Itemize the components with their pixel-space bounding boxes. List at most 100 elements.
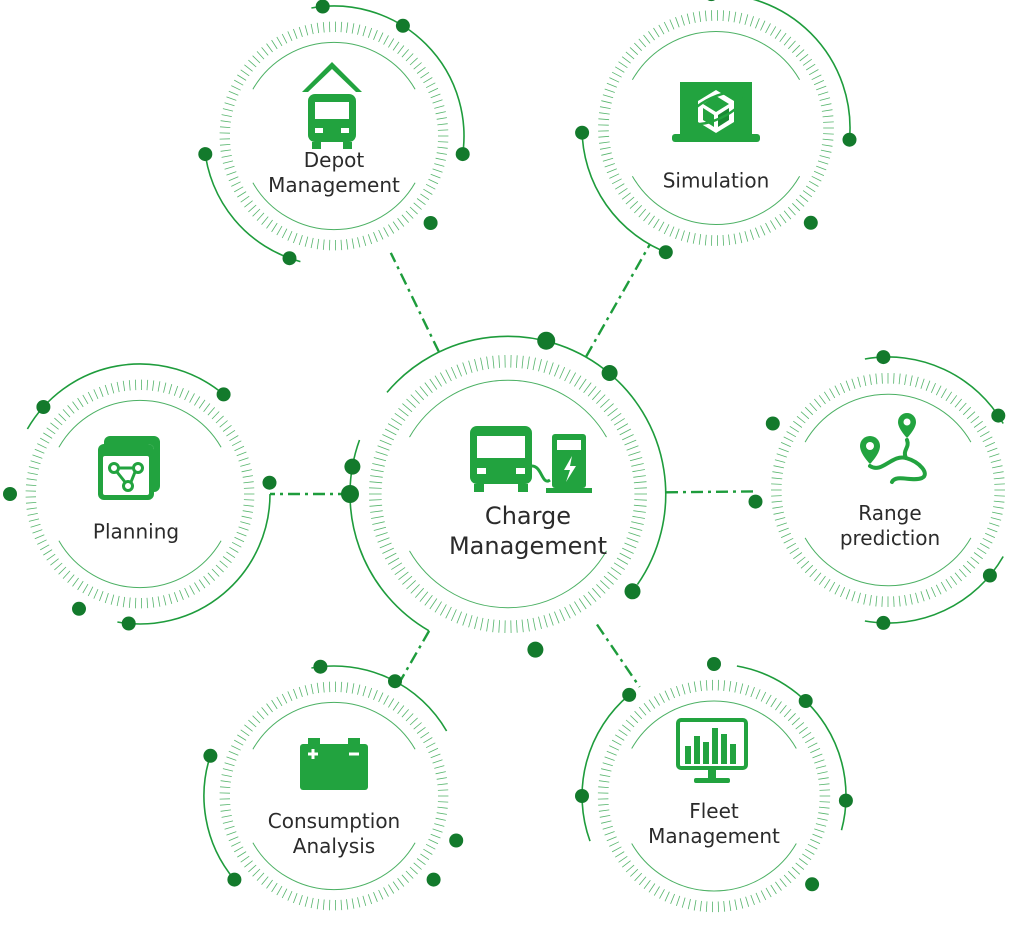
ring-tick <box>224 762 235 767</box>
ring-tick <box>310 23 314 35</box>
ring-tick <box>818 395 826 405</box>
ring-tick <box>436 117 447 120</box>
ring-tick <box>760 20 766 31</box>
ring-tick <box>243 481 254 484</box>
ring-tick <box>340 681 343 693</box>
ring-dot <box>455 147 470 162</box>
ring-inner-arc <box>409 379 607 438</box>
ring-tick <box>774 29 782 39</box>
ring-tick <box>676 895 681 907</box>
ring-tick <box>648 699 656 709</box>
ring-tick <box>228 176 239 182</box>
ring-tick <box>795 49 805 58</box>
ring-tick <box>392 881 400 891</box>
ring-tick <box>373 232 378 242</box>
ring-tick <box>362 25 367 37</box>
ring-tick <box>437 789 449 791</box>
ring-tick <box>486 356 489 370</box>
ring-backing <box>210 672 458 920</box>
ring-tick <box>398 407 409 417</box>
ring-tick <box>925 380 931 391</box>
ring-tick <box>198 579 206 589</box>
ring-outer-arc <box>311 5 465 159</box>
ring-tick <box>379 439 392 446</box>
ring-tick <box>222 768 234 772</box>
ring-tick <box>384 552 397 560</box>
ring-tick <box>50 558 59 566</box>
ring-tick <box>241 469 252 473</box>
ring-tick <box>587 386 597 397</box>
ring-tick <box>67 574 75 583</box>
ring-tick <box>432 759 443 764</box>
ring-dot <box>227 872 242 887</box>
ring-tick <box>281 228 288 239</box>
ring-tick <box>583 382 592 393</box>
ring-tick <box>37 539 47 545</box>
ring-tick <box>816 85 827 91</box>
ring-tick <box>173 385 179 396</box>
ring-tick <box>424 595 433 606</box>
ring-tick <box>392 221 400 231</box>
ring-tick <box>966 560 976 569</box>
ring-tick <box>779 878 787 888</box>
ring-inner-arc <box>252 842 416 891</box>
ring-tick <box>625 51 635 60</box>
ring-tick <box>734 899 738 910</box>
ring-tick <box>498 355 500 368</box>
ring-tick <box>987 447 998 453</box>
ring-tick <box>779 32 787 43</box>
ring-tick <box>248 864 257 873</box>
ring-tick <box>346 682 349 693</box>
ring-tick <box>384 428 397 436</box>
ring-tick <box>369 481 383 484</box>
ring-tick <box>805 185 816 193</box>
ring-tick <box>805 63 816 71</box>
battery-icon <box>300 738 368 790</box>
ring-tick <box>970 556 980 565</box>
ring-tick <box>437 783 448 786</box>
ring-tick <box>745 896 750 907</box>
ring-tick <box>755 18 760 29</box>
bus-charging-station-icon <box>470 426 592 493</box>
ring-tick <box>687 682 691 694</box>
ring-tick <box>798 726 808 734</box>
ring-tick <box>765 222 771 233</box>
ring-tick <box>128 597 131 608</box>
ring-tick <box>834 385 841 396</box>
connector-fleet <box>596 623 641 688</box>
ring-tick <box>795 862 805 870</box>
ring-tick <box>261 707 269 716</box>
ring-tick <box>425 843 436 850</box>
ring-tick <box>822 115 834 118</box>
ring-dot <box>707 657 721 671</box>
ring-tick <box>221 774 232 777</box>
node-label-range: Range prediction <box>840 501 940 551</box>
ring-tick <box>629 526 643 531</box>
ring-tick <box>383 35 389 45</box>
ring-tick <box>369 499 382 501</box>
ring-tick <box>628 451 641 456</box>
ring-tick <box>778 447 789 453</box>
ring-tick <box>607 407 618 417</box>
ring-tick <box>240 463 251 467</box>
ring-tick <box>604 163 615 168</box>
ring-tick <box>823 578 831 589</box>
ring-tick <box>643 703 651 712</box>
ring-tick <box>670 688 675 699</box>
ring-tick <box>810 838 821 844</box>
ring-tick <box>681 684 686 695</box>
ring-tick <box>599 774 611 777</box>
ring-tick <box>898 373 901 385</box>
ring-tick <box>930 587 936 598</box>
ring-tick <box>434 163 445 167</box>
ring-tick <box>219 126 231 128</box>
ring-tick <box>863 375 867 386</box>
ring-tick <box>786 431 797 438</box>
ring-tick <box>425 183 436 190</box>
ring-tick <box>807 742 818 749</box>
ring-tick <box>298 234 303 246</box>
ring-tick <box>468 360 473 373</box>
ring-tick <box>598 809 610 812</box>
ring-tick <box>122 596 126 608</box>
ring-tick <box>798 858 808 866</box>
